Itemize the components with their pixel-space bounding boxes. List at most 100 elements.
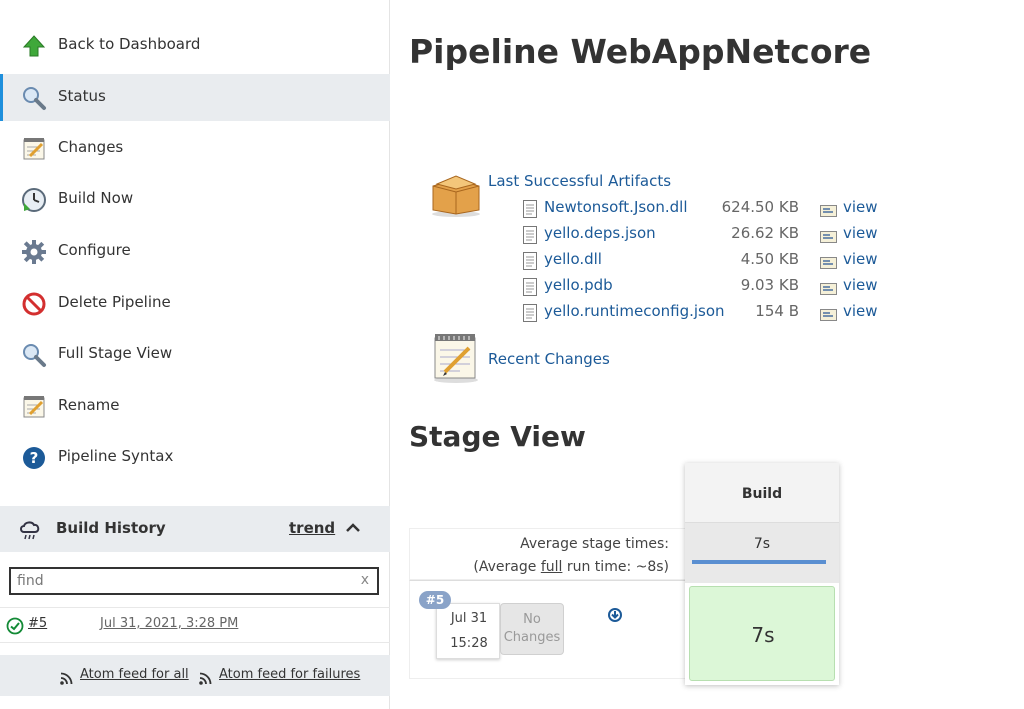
download-icon[interactable]	[607, 607, 623, 623]
chevron-up-icon[interactable]	[344, 519, 362, 537]
file-icon	[523, 200, 537, 218]
recent-changes-link[interactable]: Recent Changes	[488, 350, 610, 368]
build-search-input[interactable]	[17, 571, 347, 591]
main-panel: Pipeline WebAppNetcore Last Successful A…	[391, 0, 1024, 709]
package-icon	[429, 172, 483, 218]
build-number-badge[interactable]: #5	[419, 591, 451, 609]
gear-icon	[20, 238, 48, 266]
up-arrow-icon	[20, 32, 48, 60]
artifact-view-link[interactable]: view	[843, 224, 878, 242]
full-run-link[interactable]: full	[540, 559, 563, 575]
sidebar-item-label: Pipeline Syntax	[58, 447, 174, 465]
atom-feeds: Atom feed for all Atom feed for failures	[0, 655, 390, 696]
artifact-row: Newtonsoft.Json.dll 624.50 KB view	[523, 198, 903, 220]
atom-feed-failures-link[interactable]: Atom feed for failures	[219, 667, 361, 682]
artifact-size: 9.03 KB	[740, 276, 799, 294]
average-run-suffix: run time: ~8s)	[562, 559, 669, 575]
artifact-view-link[interactable]: view	[843, 250, 878, 268]
artifact-view-link[interactable]: view	[843, 198, 878, 216]
sidebar-item-configure[interactable]: Configure	[0, 228, 390, 275]
sidebar-item-full-stage-view[interactable]: Full Stage View	[0, 331, 390, 378]
stage-name: Build	[741, 486, 783, 502]
sidebar-item-label: Delete Pipeline	[58, 293, 171, 311]
average-stage-times-label: Average stage times:	[520, 536, 669, 552]
trend-link[interactable]: trend	[289, 519, 336, 537]
last-successful-artifacts-link[interactable]: Last Successful Artifacts	[488, 172, 672, 190]
average-run-prefix: (Average	[473, 559, 541, 575]
sidebar-item-back-to-dashboard[interactable]: Back to Dashboard	[0, 22, 390, 69]
stage-header: Build	[685, 463, 839, 523]
view-icon	[820, 254, 837, 269]
artifact-row: yello.pdb 9.03 KB view	[523, 276, 903, 298]
sidebar-item-status[interactable]: Status	[0, 74, 390, 121]
rss-icon	[60, 670, 73, 685]
artifact-name-link[interactable]: yello.pdb	[544, 276, 613, 294]
magnifier-icon	[20, 84, 48, 112]
sidebar-item-pipeline-syntax[interactable]: ? Pipeline Syntax	[0, 434, 390, 481]
stage-cell-time: 7s	[751, 623, 775, 647]
no-changes-box: No Changes	[500, 603, 564, 655]
stage-view: Average stage times: (Average full run t…	[409, 463, 839, 685]
artifact-row: yello.dll 4.50 KB view	[523, 250, 903, 272]
build-number-link[interactable]: #5	[28, 616, 48, 631]
stage-averages-row: Average stage times: (Average full run t…	[409, 528, 685, 580]
sidebar-item-label: Status	[58, 87, 106, 105]
sidebar-item-label: Build Now	[58, 189, 134, 207]
cloud-rain-icon	[18, 520, 42, 540]
build-time: 15:28	[450, 636, 488, 651]
sidebar-item-label: Rename	[58, 396, 120, 414]
average-run-time: (Average full run time: ~8s)	[473, 559, 669, 575]
artifact-view-link[interactable]: view	[843, 302, 878, 320]
stage-result-cell[interactable]: 7s	[689, 586, 835, 681]
file-icon	[523, 226, 537, 244]
view-icon	[820, 280, 837, 295]
sidebar-item-build-now[interactable]: Build Now	[0, 176, 390, 223]
artifact-name-link[interactable]: Newtonsoft.Json.dll	[544, 198, 688, 216]
build-history-title: Build History	[56, 519, 166, 537]
clock-icon	[20, 186, 48, 214]
magnifier-icon	[20, 341, 48, 369]
artifact-size: 624.50 KB	[721, 198, 799, 216]
notepad-icon	[20, 393, 48, 421]
svg-text:?: ?	[30, 449, 39, 467]
sidebar-item-label: Back to Dashboard	[58, 35, 201, 53]
build-search-box: x	[9, 567, 379, 595]
build-date: Jul 31	[450, 611, 488, 626]
artifact-name-link[interactable]: yello.dll	[544, 250, 602, 268]
artifact-size: 26.62 KB	[731, 224, 799, 242]
sidebar-item-delete-pipeline[interactable]: Delete Pipeline	[0, 280, 390, 327]
page-title: Pipeline WebAppNetcore	[409, 32, 872, 71]
file-icon	[523, 252, 537, 270]
sidebar-item-changes[interactable]: Changes	[0, 125, 390, 172]
artifact-view-link[interactable]: view	[843, 276, 878, 294]
view-icon	[820, 202, 837, 217]
stage-column-build: Build 7s 7s	[685, 463, 839, 685]
view-icon	[820, 228, 837, 243]
stage-average-bar	[692, 560, 826, 564]
file-icon	[523, 304, 537, 322]
artifact-size: 154 B	[755, 302, 799, 320]
artifact-name-link[interactable]: yello.deps.json	[544, 224, 656, 242]
stage-average: 7s	[685, 523, 839, 583]
view-icon	[820, 306, 837, 321]
atom-feed-all-link[interactable]: Atom feed for all	[80, 667, 189, 682]
build-history-header: Build History trend	[0, 506, 390, 552]
no-entry-icon	[20, 290, 48, 318]
sidebar-item-label: Changes	[58, 138, 124, 156]
file-icon	[523, 278, 537, 296]
success-check-icon	[6, 617, 24, 635]
notepad-icon	[20, 135, 48, 163]
sidebar-item-rename[interactable]: Rename	[0, 383, 390, 430]
build-date-link[interactable]: Jul 31, 2021, 3:28 PM	[100, 616, 239, 631]
artifact-row: yello.runtimeconfig.json 154 B view	[523, 302, 903, 324]
sidebar: Back to Dashboard Status Changes Build N…	[0, 0, 390, 709]
artifact-row: yello.deps.json 26.62 KB view	[523, 224, 903, 246]
rss-icon	[199, 670, 212, 685]
sidebar-item-label: Full Stage View	[58, 344, 173, 362]
build-date-card[interactable]: Jul 31 15:28	[436, 603, 500, 659]
clear-search-button[interactable]: x	[360, 572, 369, 588]
artifact-name-link[interactable]: yello.runtimeconfig.json	[544, 302, 725, 320]
help-icon: ?	[20, 444, 48, 472]
artifact-size: 4.50 KB	[740, 250, 799, 268]
stage-view-title: Stage View	[409, 420, 586, 453]
